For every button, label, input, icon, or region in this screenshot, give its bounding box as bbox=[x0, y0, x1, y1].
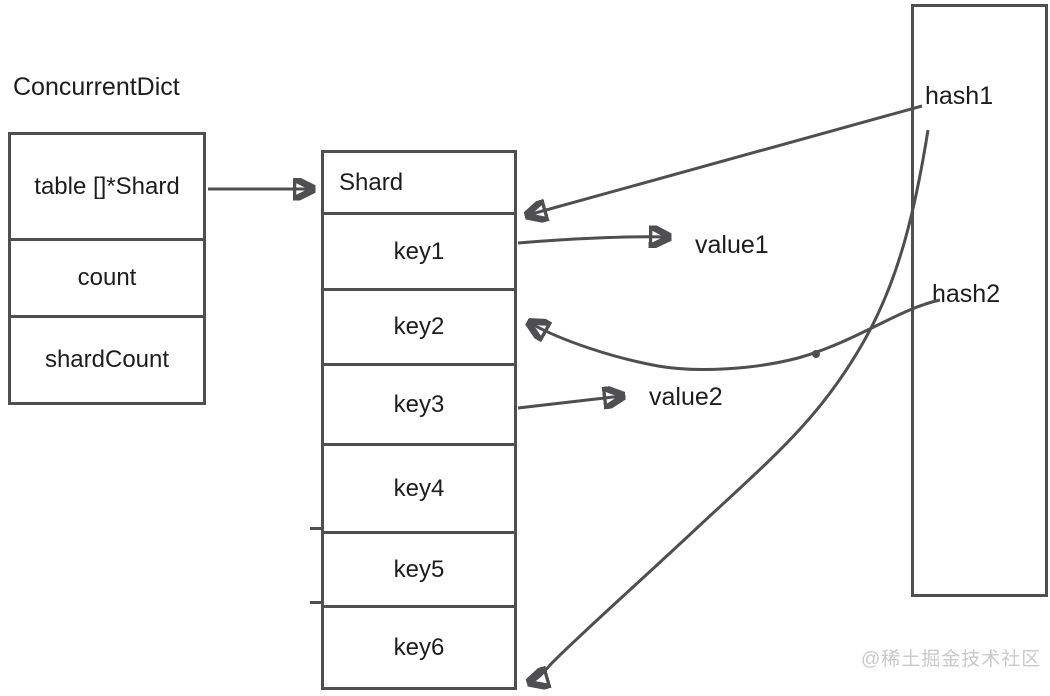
key-cell-key5: key5 bbox=[324, 531, 514, 605]
arrow-key1-to-value1 bbox=[517, 237, 668, 243]
watermark: @稀土掘金技术社区 bbox=[861, 649, 1042, 670]
value2-label: value2 bbox=[649, 383, 723, 411]
key-cell-key6: key6 bbox=[324, 605, 514, 687]
hash1-label: hash1 bbox=[925, 82, 994, 110]
divider-overhang-key5 bbox=[310, 527, 322, 530]
shard-box: Shard key1 key2 key3 key4 key5 key6 bbox=[321, 150, 517, 690]
key-cell-key1: key1 bbox=[324, 212, 514, 288]
curve-joint-dot bbox=[812, 350, 820, 358]
arrow-hash2-to-key2 bbox=[530, 298, 941, 371]
concurrentdict-box: table []*Shard count shardCount bbox=[8, 132, 206, 405]
value1-label: value1 bbox=[695, 231, 769, 259]
field-row-shardcount: shardCount bbox=[11, 315, 203, 402]
key-cell-key2: key2 bbox=[324, 288, 514, 363]
concurrentdict-title: ConcurrentDict bbox=[13, 73, 180, 101]
arrow-key3-to-value2 bbox=[517, 396, 622, 410]
field-row-table: table []*Shard bbox=[34, 172, 180, 200]
divider-overhang-key6 bbox=[310, 601, 322, 604]
arrow-hash1-to-key1 bbox=[528, 104, 923, 215]
arrow-hash-to-key6 bbox=[530, 129, 930, 682]
hash2-label: hash2 bbox=[932, 280, 1001, 308]
shard-header: Shard bbox=[339, 168, 404, 196]
key-cell-key3: key3 bbox=[324, 363, 514, 443]
field-row-count: count bbox=[11, 238, 203, 315]
key-cell-key4: key4 bbox=[324, 443, 514, 531]
